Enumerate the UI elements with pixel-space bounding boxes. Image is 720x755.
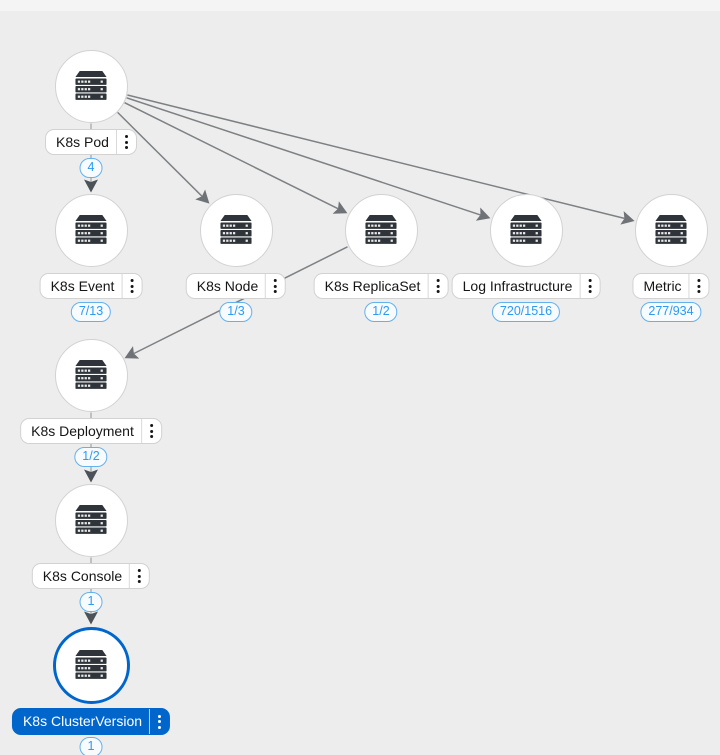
kebab-menu-icon[interactable] <box>690 274 709 298</box>
node-circle[interactable] <box>634 193 708 267</box>
node-circle[interactable] <box>489 193 563 267</box>
label-divider <box>149 709 151 734</box>
node-label-text: K8s Node <box>196 278 259 294</box>
kebab-menu-icon[interactable] <box>150 709 169 734</box>
edge-k8s-pod-to-k8s-replicaset <box>124 102 348 214</box>
edge-k8s-pod-to-k8s-node <box>117 111 210 204</box>
node-label[interactable]: K8s ClusterVersion <box>11 708 171 735</box>
count-badge: 1 <box>79 592 103 612</box>
label-divider <box>140 419 142 443</box>
node-label[interactable]: Log Infrastructure <box>451 273 601 299</box>
edge-k8s-replicaset-to-k8s-deployment <box>124 246 348 359</box>
node-circle[interactable] <box>199 193 273 267</box>
label-divider <box>129 564 131 588</box>
count-badge: 1 <box>79 737 103 755</box>
node-label-text: K8s Console <box>42 568 123 584</box>
node-circle[interactable] <box>54 49 128 123</box>
label-divider <box>579 274 581 298</box>
canvas-top-strip <box>0 0 720 11</box>
count-badge: 1/2 <box>364 302 398 322</box>
count-badge: 7/13 <box>70 302 112 322</box>
server-icon <box>75 70 107 100</box>
label-divider <box>265 274 267 298</box>
node-label[interactable]: Metric <box>632 273 710 299</box>
kebab-menu-icon[interactable] <box>266 274 285 298</box>
label-divider <box>115 130 117 154</box>
kebab-menu-icon[interactable] <box>130 564 149 588</box>
node-label[interactable]: K8s Console <box>31 563 151 589</box>
server-icon <box>510 214 542 244</box>
node-label-text: K8s Deployment <box>31 423 134 439</box>
node-label[interactable]: K8s ReplicaSet <box>313 273 449 299</box>
node-label-text: K8s ClusterVersion <box>22 713 143 729</box>
node-circle[interactable] <box>54 338 128 412</box>
node-circle[interactable] <box>54 193 128 267</box>
server-icon <box>75 504 107 534</box>
server-icon <box>655 214 687 244</box>
server-icon <box>75 359 107 389</box>
node-label-text: Metric <box>643 278 682 294</box>
count-badge: 1/2 <box>74 447 108 467</box>
node-label-text: K8s Event <box>50 278 115 294</box>
label-divider <box>688 274 690 298</box>
kebab-menu-icon[interactable] <box>122 274 141 298</box>
count-badge: 4 <box>79 158 103 178</box>
node-label-text: K8s ReplicaSet <box>324 278 421 294</box>
kebab-menu-icon[interactable] <box>428 274 447 298</box>
node-label[interactable]: K8s Event <box>39 273 143 299</box>
label-divider <box>121 274 123 298</box>
kebab-menu-icon[interactable] <box>580 274 599 298</box>
node-circle[interactable] <box>54 483 128 557</box>
server-icon <box>365 214 397 244</box>
node-label-text: K8s Pod <box>56 134 109 150</box>
server-icon <box>75 214 107 244</box>
node-circle[interactable] <box>344 193 418 267</box>
count-badge: 720/1516 <box>491 302 561 322</box>
server-icon <box>220 214 252 244</box>
node-circle[interactable] <box>52 626 130 704</box>
node-label[interactable]: K8s Pod <box>45 129 137 155</box>
count-badge: 277/934 <box>640 302 702 322</box>
edge-k8s-pod-to-log-infrastructure <box>126 97 491 221</box>
kebab-menu-icon[interactable] <box>142 419 161 443</box>
server-icon <box>75 649 107 679</box>
count-badge: 1/3 <box>219 302 253 322</box>
node-label-text: Log Infrastructure <box>462 278 573 294</box>
label-divider <box>427 274 429 298</box>
kebab-menu-icon[interactable] <box>117 130 136 154</box>
node-label[interactable]: K8s Node <box>185 273 287 299</box>
node-label[interactable]: K8s Deployment <box>20 418 162 444</box>
